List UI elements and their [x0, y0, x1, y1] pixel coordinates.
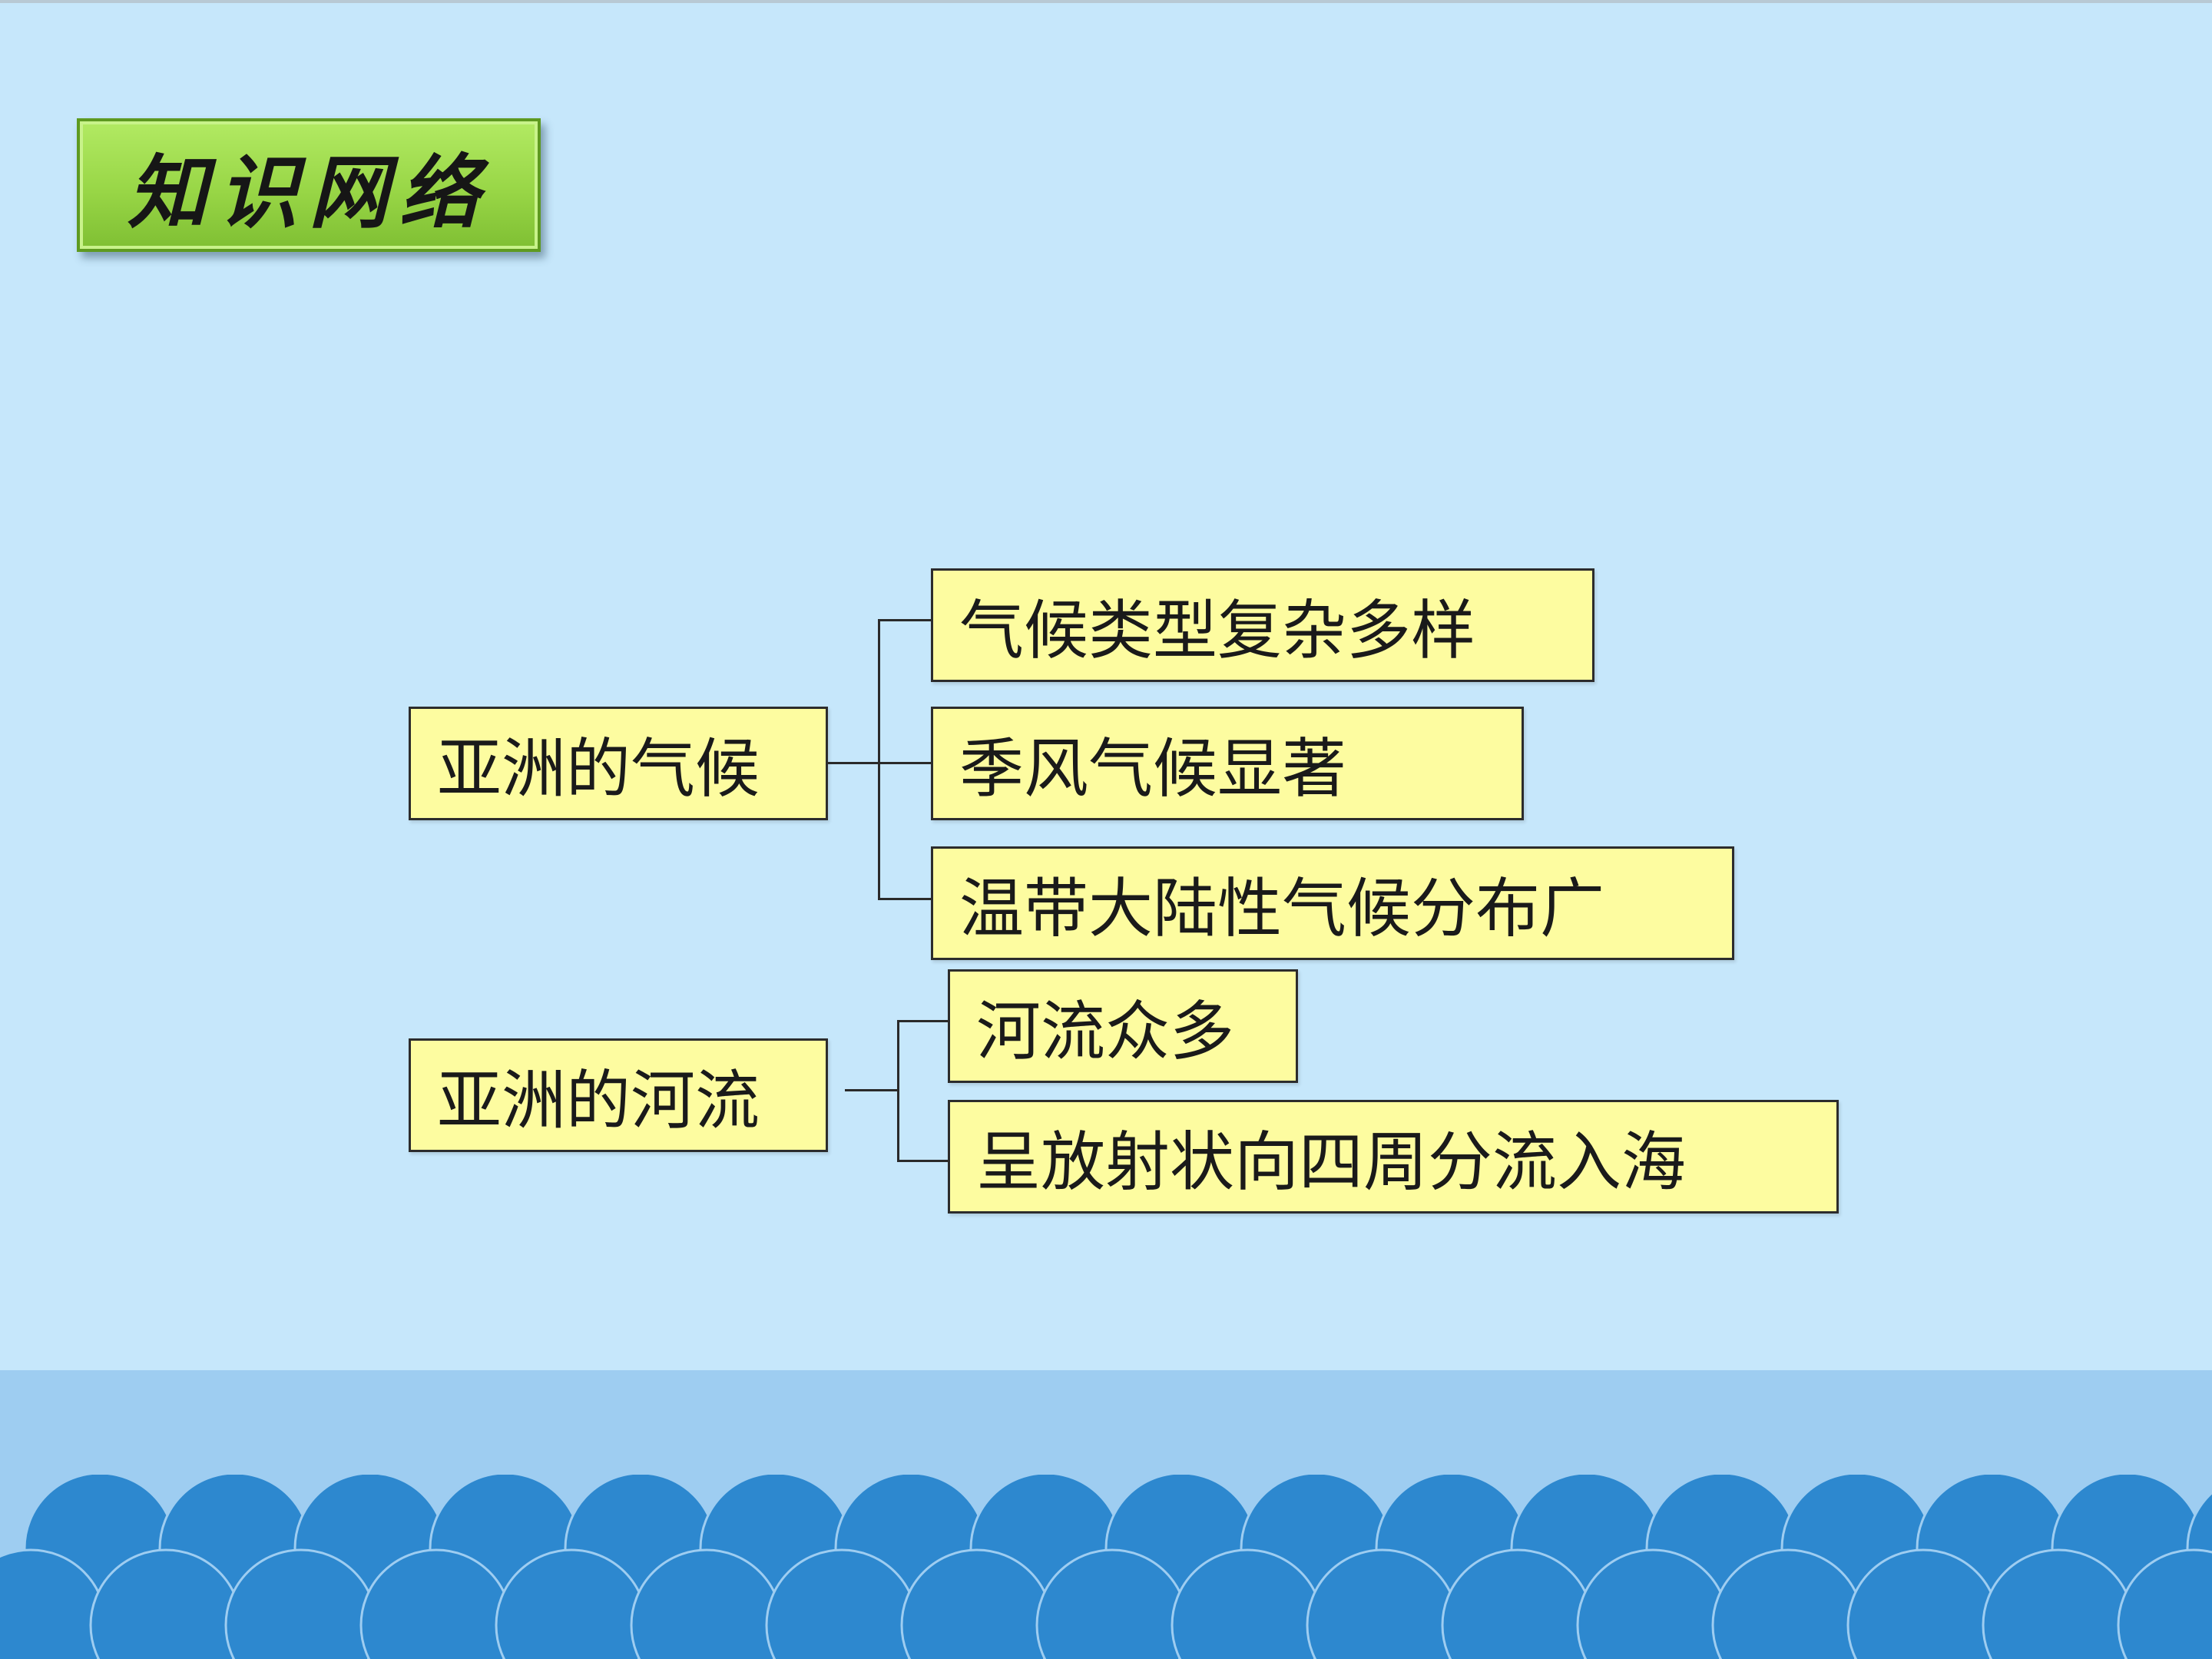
child-label-rivers-1: 河流众多 — [976, 993, 1235, 1069]
connector-climate-2 — [878, 762, 931, 764]
child-box-climate-3: 温带大陆性气候分布广 — [931, 846, 1734, 960]
top-border-line — [0, 0, 2212, 3]
child-box-rivers-2: 呈放射状向四周分流入海 — [948, 1100, 1839, 1214]
connector-rivers-vertical — [897, 1020, 899, 1161]
connector-rivers-stem — [845, 1089, 899, 1091]
child-box-climate-2: 季风气候显著 — [931, 707, 1524, 820]
connector-rivers-2 — [897, 1160, 948, 1162]
child-box-rivers-1: 河流众多 — [948, 969, 1298, 1083]
connector-climate-stem — [828, 762, 879, 764]
connector-rivers-1 — [897, 1020, 948, 1022]
child-label-climate-1: 气候类型复杂多样 — [959, 592, 1476, 668]
connector-climate-vertical — [878, 619, 880, 900]
parent-box-climate: 亚洲的气候 — [409, 707, 828, 820]
child-box-climate-1: 气候类型复杂多样 — [931, 568, 1594, 682]
child-label-climate-3: 温带大陆性气候分布广 — [959, 870, 1605, 946]
child-label-climate-2: 季风气候显著 — [959, 730, 1347, 806]
connector-climate-1 — [878, 619, 931, 621]
title-badge: 知识网络 — [77, 118, 541, 252]
parent-box-rivers: 亚洲的河流 — [409, 1038, 828, 1152]
wave-decoration — [0, 1475, 2212, 1659]
slide-title: 知识网络 — [127, 144, 490, 240]
connector-climate-3 — [878, 898, 931, 900]
parent-label-rivers: 亚洲的河流 — [437, 1062, 760, 1138]
parent-label-climate: 亚洲的气候 — [437, 730, 760, 806]
child-label-rivers-2: 呈放射状向四周分流入海 — [976, 1124, 1687, 1200]
wave-scallop — [2117, 1548, 2212, 1659]
